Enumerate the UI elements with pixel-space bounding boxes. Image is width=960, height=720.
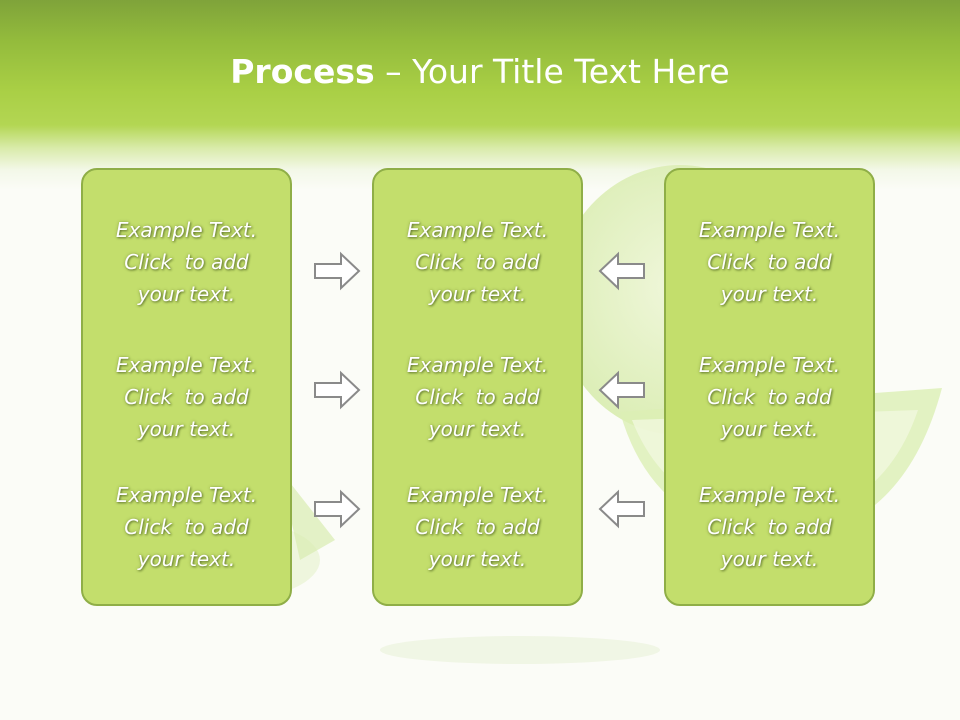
text-line: your text. [137, 417, 236, 441]
text-line: your text. [137, 547, 236, 571]
text-placeholder[interactable]: Example Text. Click to add your text. [666, 479, 873, 575]
text-line: Example Text. [406, 483, 549, 507]
text-line: Example Text. [406, 218, 549, 242]
text-placeholder[interactable]: Example Text. Click to add your text. [666, 349, 873, 445]
title-text: Your Title Text Here [412, 52, 730, 91]
process-box-center[interactable]: Example Text. Click to add your text. Ex… [372, 168, 583, 606]
text-placeholder[interactable]: Example Text. Click to add your text. [374, 214, 581, 310]
text-placeholder[interactable]: Example Text. Click to add your text. [666, 214, 873, 310]
process-box-left[interactable]: Example Text. Click to add your text. Ex… [81, 168, 292, 606]
text-line: your text. [428, 282, 527, 306]
left-arrow-icon [598, 370, 645, 410]
text-line: Click to add [124, 515, 249, 539]
text-line: Example Text. [115, 353, 258, 377]
text-line: your text. [720, 282, 819, 306]
text-line: Click to add [707, 385, 832, 409]
text-placeholder[interactable]: Example Text. Click to add your text. [374, 349, 581, 445]
page-title: Process – Your Title Text Here [0, 52, 960, 91]
text-line: your text. [428, 417, 527, 441]
text-line: Example Text. [406, 353, 549, 377]
right-arrow-icon [314, 370, 361, 410]
left-arrow-icon [598, 489, 645, 529]
text-placeholder[interactable]: Example Text. Click to add your text. [83, 214, 290, 310]
text-line: your text. [428, 547, 527, 571]
text-line: Example Text. [698, 218, 841, 242]
title-banner [0, 0, 960, 190]
right-arrow-icon [314, 251, 361, 291]
text-placeholder[interactable]: Example Text. Click to add your text. [83, 479, 290, 575]
text-line: Click to add [707, 250, 832, 274]
text-line: your text. [137, 282, 236, 306]
text-placeholder[interactable]: Example Text. Click to add your text. [83, 349, 290, 445]
title-bold: Process [230, 52, 375, 91]
text-line: Click to add [124, 250, 249, 274]
text-line: Click to add [707, 515, 832, 539]
text-line: Click to add [124, 385, 249, 409]
left-arrow-icon [598, 251, 645, 291]
text-placeholder[interactable]: Example Text. Click to add your text. [374, 479, 581, 575]
title-dash: – [374, 52, 413, 91]
text-line: Click to add [415, 515, 540, 539]
text-line: Example Text. [115, 218, 258, 242]
process-box-right[interactable]: Example Text. Click to add your text. Ex… [664, 168, 875, 606]
text-line: Click to add [415, 250, 540, 274]
text-line: Example Text. [115, 483, 258, 507]
text-line: Example Text. [698, 483, 841, 507]
text-line: Click to add [415, 385, 540, 409]
text-line: your text. [720, 417, 819, 441]
text-line: Example Text. [698, 353, 841, 377]
right-arrow-icon [314, 489, 361, 529]
text-line: your text. [720, 547, 819, 571]
